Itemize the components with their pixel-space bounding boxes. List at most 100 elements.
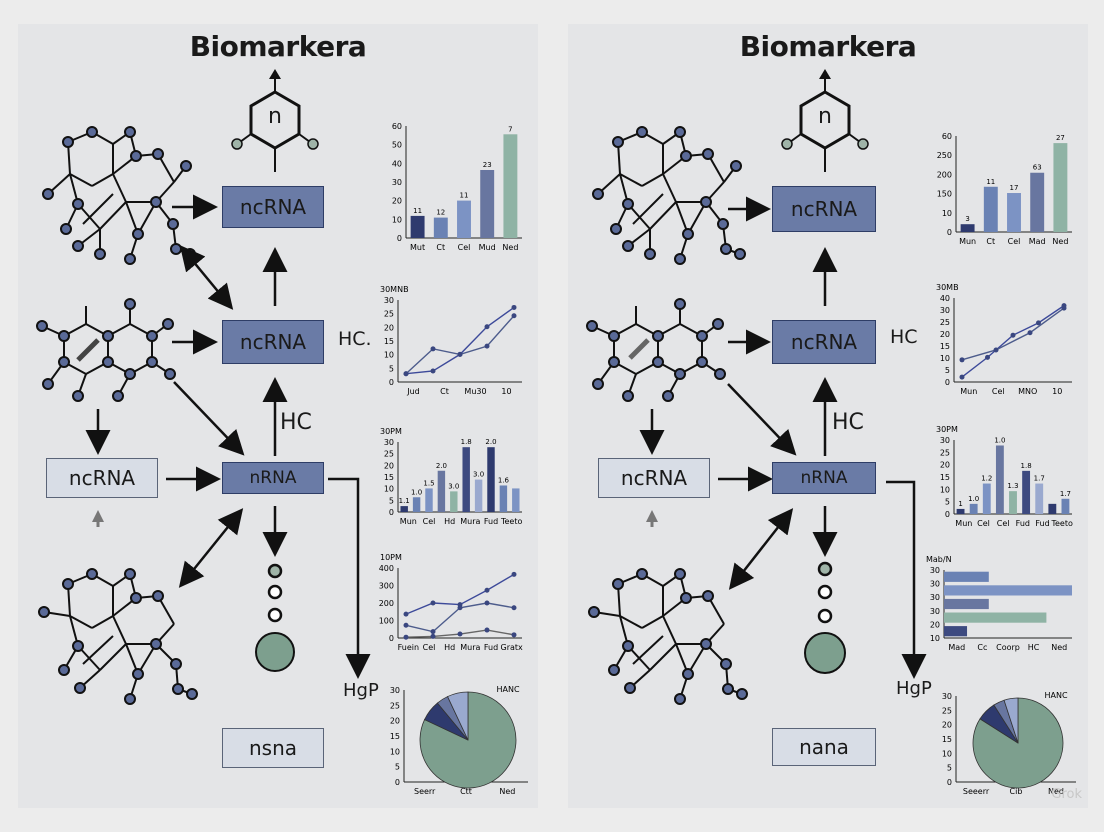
- x-tick-label: Mad: [1029, 237, 1046, 246]
- data-point: [484, 600, 490, 606]
- x-tick-label: Fud: [484, 517, 498, 526]
- data-label: 1.5: [423, 479, 434, 487]
- y-tick-label: 30: [930, 580, 940, 589]
- node-circle: [817, 584, 833, 600]
- molecule-structure-icon: [36, 298, 176, 402]
- axis-title: 30PM: [936, 425, 958, 434]
- bar: [450, 491, 458, 512]
- data-label: 11: [413, 207, 422, 215]
- y-tick-label: 25: [942, 706, 952, 715]
- hex-label: n: [268, 104, 282, 129]
- data-point: [457, 351, 463, 357]
- molecule-structure-icon: [586, 298, 726, 402]
- y-tick-label: 40: [940, 294, 950, 303]
- data-point: [403, 611, 409, 617]
- x-tick-label: Cel: [423, 643, 436, 652]
- bar: [410, 215, 425, 238]
- y-tick-label: 10: [942, 209, 952, 218]
- y-tick-label: 15: [384, 337, 394, 346]
- x-tick-label: Ned: [1052, 237, 1068, 246]
- x-tick-label: Hd: [444, 517, 455, 526]
- ncrna-box-top: ncRNA: [772, 186, 876, 232]
- y-tick-label: 0: [389, 378, 394, 387]
- series-line: [405, 306, 515, 375]
- x-tick-label: Cib: [1010, 787, 1023, 796]
- small-arrow-icon: [646, 510, 658, 522]
- y-tick-label: 15: [384, 473, 394, 482]
- y-tick-label: 15: [940, 473, 950, 482]
- y-tick-label: 10: [384, 351, 394, 360]
- x-tick-label: MNO: [1018, 387, 1037, 396]
- x-tick-label: Ctt: [460, 787, 472, 796]
- data-label: 17: [1010, 184, 1019, 192]
- data-point: [1036, 320, 1041, 326]
- x-tick-label: Cel: [992, 387, 1005, 396]
- y-tick-label: 10: [940, 354, 950, 363]
- x-tick-label: Gratx: [501, 643, 524, 652]
- y-tick-label: 5: [947, 764, 952, 773]
- y-tick-label: 0: [395, 778, 400, 787]
- data-label: 2.0: [485, 438, 496, 446]
- y-tick-label: 5: [945, 498, 950, 507]
- data-point: [511, 605, 517, 611]
- small-arrow-icon: [92, 510, 104, 522]
- y-tick-label: 30: [942, 692, 952, 701]
- flow-arrows: [85, 194, 371, 679]
- data-point: [484, 343, 490, 349]
- axis-title: 30PM: [380, 427, 402, 436]
- data-label: 1.3: [1007, 482, 1018, 490]
- data-point: [430, 629, 436, 635]
- data-label: 1.8: [1021, 462, 1032, 470]
- data-label: 1.0: [994, 436, 1005, 444]
- y-tick-label: 0: [389, 634, 394, 643]
- x-tick-label: Cc: [977, 643, 987, 652]
- y-tick-label: 150: [937, 190, 952, 199]
- x-tick-label: Teeto: [1050, 519, 1073, 528]
- flow-arrows: [639, 196, 927, 679]
- bar: [474, 479, 483, 512]
- right-panel: Biomarkera: [568, 24, 1088, 808]
- nsna-box-bottom: nsna: [222, 728, 324, 768]
- x-tick-label: Mura: [460, 517, 480, 526]
- y-tick-label: 30: [384, 296, 394, 305]
- pie-slice: [1003, 697, 1019, 744]
- x-tick-label: 10: [501, 387, 511, 396]
- y-tick-label: 30: [930, 607, 940, 616]
- x-tick-label: HC: [1028, 643, 1040, 652]
- bar: [487, 447, 495, 512]
- y-tick-label: 10: [390, 747, 400, 756]
- data-label: 1.1: [399, 497, 410, 505]
- y-tick-label: 0: [947, 228, 952, 237]
- data-point: [430, 633, 436, 639]
- hexagon-molecule-icon: [231, 69, 319, 172]
- bar: [995, 445, 1004, 514]
- y-tick-label: 0: [947, 778, 952, 787]
- y-tick-label: 30: [940, 436, 950, 445]
- data-label: 1.7: [1034, 475, 1045, 483]
- y-tick-label: 25: [384, 450, 394, 459]
- data-point: [430, 368, 436, 374]
- ncrna-box-top: ncRNA: [222, 186, 324, 228]
- bar: [1053, 143, 1068, 232]
- data-point: [430, 600, 436, 606]
- bar: [969, 503, 978, 514]
- data-point: [993, 347, 999, 353]
- data-label: 63: [1033, 164, 1042, 172]
- bar: [1048, 503, 1057, 514]
- x-tick-label: Seeerr: [963, 787, 990, 796]
- x-tick-label: Fud: [1016, 519, 1030, 528]
- x-tick-label: Mad: [948, 643, 965, 652]
- data-point: [511, 571, 517, 577]
- x-tick-label: Cel: [977, 519, 990, 528]
- left-panel: Biomarkera: [18, 24, 538, 808]
- y-tick-label: 20: [940, 330, 950, 339]
- bar: [956, 508, 965, 514]
- y-tick-label: 200: [379, 599, 394, 608]
- y-tick-label: 10: [392, 215, 402, 224]
- y-tick-label: 0: [397, 234, 402, 243]
- x-tick-label: Coorp: [996, 643, 1020, 652]
- arrow-label: HC: [280, 410, 312, 435]
- molecule-structure-icon: [592, 126, 746, 265]
- data-label: 12: [436, 209, 445, 217]
